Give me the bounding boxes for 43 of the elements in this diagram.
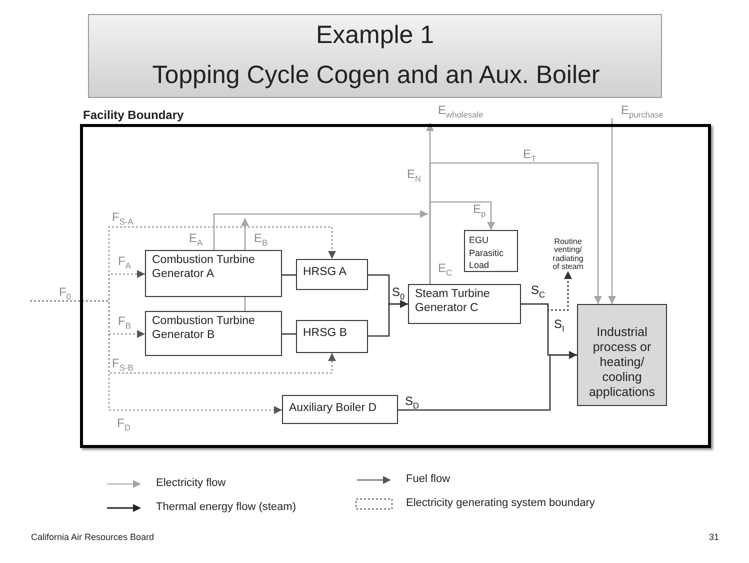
flow-label: E$_{C}$ [437,262,454,277]
edge-label: F$_{D}$ [116,417,132,432]
process-box: Combustion Turbine Generator B [145,311,282,356]
legend-text: Electricity flow [155,478,227,489]
edge-label: E$_{p}$ [472,203,487,218]
connector-arrow [30,300,282,414]
process-box: HRSG B [296,320,368,353]
connector-arrow [398,351,577,411]
page-number: 31 [708,533,720,542]
edge-label: S$_{I}$ [553,318,566,333]
process-box: Steam Turbine Generator C [408,284,521,324]
edge-label: F$_{S-B}$ [111,357,134,372]
edge-label: E$_{A}$ [188,232,204,247]
connector-arrow [608,118,616,304]
annotation-text: Routine venting/ radiating of steam [549,238,587,271]
edge-label: S$_{D}$ [404,395,420,410]
flow-label: S$_{C}$ [530,284,546,299]
process-box: Industrial process or heating/ cooling applications [577,304,667,406]
process-box: EGU Parasitic Load [464,230,518,272]
connector-arrow [213,210,428,250]
edge-label: S$_{0}$ [391,286,406,301]
edge-label: E$_{purchase}$ [620,104,664,119]
title: Example 1 [314,20,436,50]
boundary-heading: Facility Boundary [83,108,184,122]
connector-arrow [429,162,602,304]
legend-text: Electricity generating system boundary [405,498,596,509]
edge-label: F$_{B}$ [117,315,132,330]
flow-label: F$_{0}$ [58,286,72,301]
connector-arrow [368,300,408,337]
legend-text: Thermal energy flow (steam) [155,502,297,513]
connector-arrow [521,271,572,311]
process-box: HRSG A [296,259,368,290]
flow-label: E$_{N}$ [406,168,422,183]
process-box: Auxiliary Boiler D [282,395,398,424]
subtitle: Topping Cycle Cogen and an Aux. Boiler [151,60,601,90]
edge-label: E$_{T}$ [522,148,538,163]
edge-label: F$_{A}$ [117,255,132,270]
edge-label: F$_{S-A}$ [111,211,134,226]
edge-label: E$_{wholesale}$ [437,104,484,119]
edge-label: E$_{B}$ [253,232,269,247]
footer-text: California Air Resources Board [30,533,156,542]
legend-text: Fuel flow [405,474,452,485]
process-box: Combustion Turbine Generator A [145,250,282,297]
